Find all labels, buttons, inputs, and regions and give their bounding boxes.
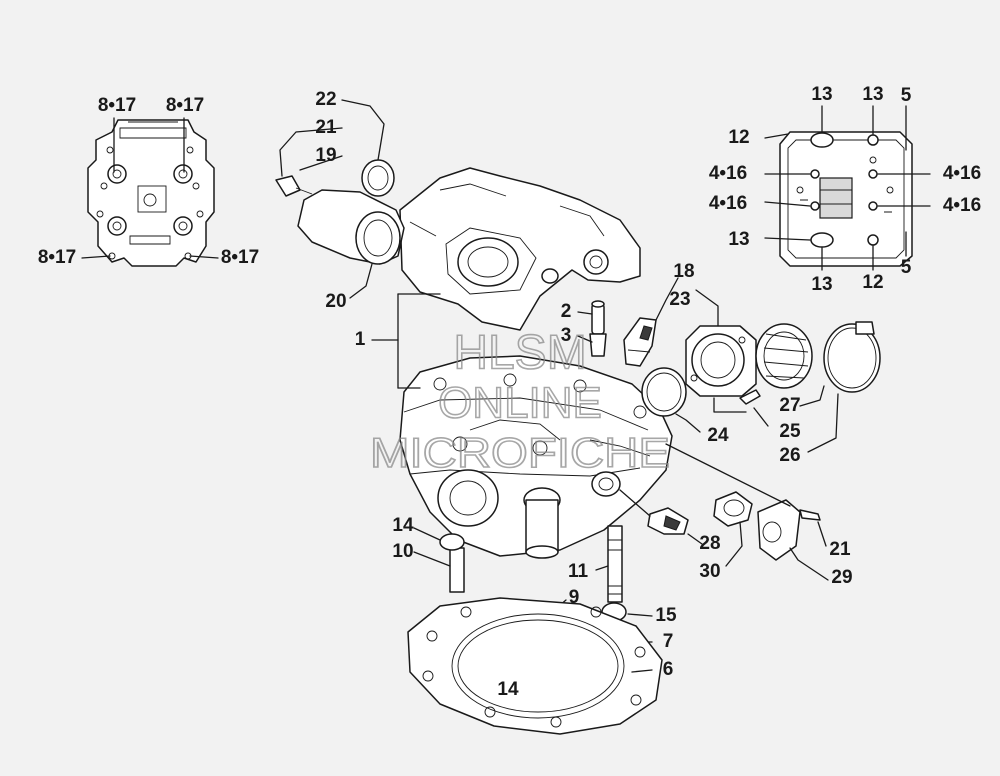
callout-4-16-left-bottom: 4•16 [709, 193, 747, 214]
head-gasket-part [407, 597, 663, 735]
callout-26: 26 [779, 445, 800, 466]
callout-30: 30 [699, 561, 720, 582]
callout-13-a: 13 [811, 84, 832, 105]
leader-item-1 [371, 293, 441, 389]
intake-boot-part [275, 99, 405, 299]
callout-24: 24 [707, 425, 729, 446]
callout-1: 1 [355, 329, 366, 350]
callout-22: 22 [315, 89, 336, 110]
callout-29: 29 [831, 567, 852, 588]
callout-14-bottom: 14 [497, 679, 519, 700]
intake-flange-part [641, 289, 769, 433]
watermark-line2: ONLINE [438, 379, 602, 428]
valve-cover-part [399, 167, 641, 331]
callout-8-17-top-left: 8•17 [98, 95, 136, 116]
callout-21-right: 21 [829, 539, 851, 560]
callout-2: 2 [561, 301, 572, 322]
dowel-parts [577, 300, 607, 357]
callout-23: 23 [669, 289, 690, 310]
callout-labels: 1 2 3 5 5 6 7 9 10 11 12 12 13 13 13 13 … [38, 84, 981, 700]
intake-boot-clamp-parts [755, 321, 881, 453]
callout-5-bottom: 5 [901, 257, 912, 278]
watermark-line1: HLSM [453, 327, 586, 380]
callout-8-17-bottom-left: 8•17 [38, 247, 76, 268]
callout-18: 18 [673, 261, 694, 282]
callout-13-d: 13 [811, 274, 832, 295]
callout-19: 19 [315, 145, 336, 166]
callout-4-16-right-bottom: 4•16 [943, 195, 981, 216]
callout-5-top: 5 [901, 85, 912, 106]
watermark: HLSM ONLINE MICROFICHE [369, 326, 671, 477]
callout-4-16-right-top: 4•16 [943, 163, 981, 184]
callout-9: 9 [569, 587, 580, 608]
cylinder-head-part [399, 355, 673, 559]
inset-head-top-view [81, 117, 219, 267]
callout-3: 3 [561, 325, 572, 346]
callout-20: 20 [325, 291, 346, 312]
callout-13-c: 13 [728, 229, 749, 250]
callout-13-b: 13 [862, 84, 883, 105]
callout-25: 25 [779, 421, 801, 442]
callout-8-17-bottom-right: 8•17 [221, 247, 259, 268]
sensor-parts [619, 443, 829, 581]
callout-28: 28 [699, 533, 720, 554]
callout-4-16-left-top: 4•16 [709, 163, 747, 184]
watermark-line3: MICROFICHE [370, 429, 670, 476]
callout-10: 10 [392, 541, 413, 562]
callout-15: 15 [655, 605, 677, 626]
callout-12-bottom: 12 [862, 272, 883, 293]
spark-plug-part [623, 277, 679, 367]
callout-8-17-top-right: 8•17 [166, 95, 204, 116]
callout-11: 11 [568, 561, 589, 582]
callout-7: 7 [663, 631, 674, 652]
callout-27: 27 [779, 395, 800, 416]
callout-6: 6 [663, 659, 674, 680]
callout-21-top: 21 [315, 117, 337, 138]
callout-14-top: 14 [392, 515, 414, 536]
callout-12-top: 12 [728, 127, 749, 148]
inset-cover-top-view [764, 105, 931, 271]
